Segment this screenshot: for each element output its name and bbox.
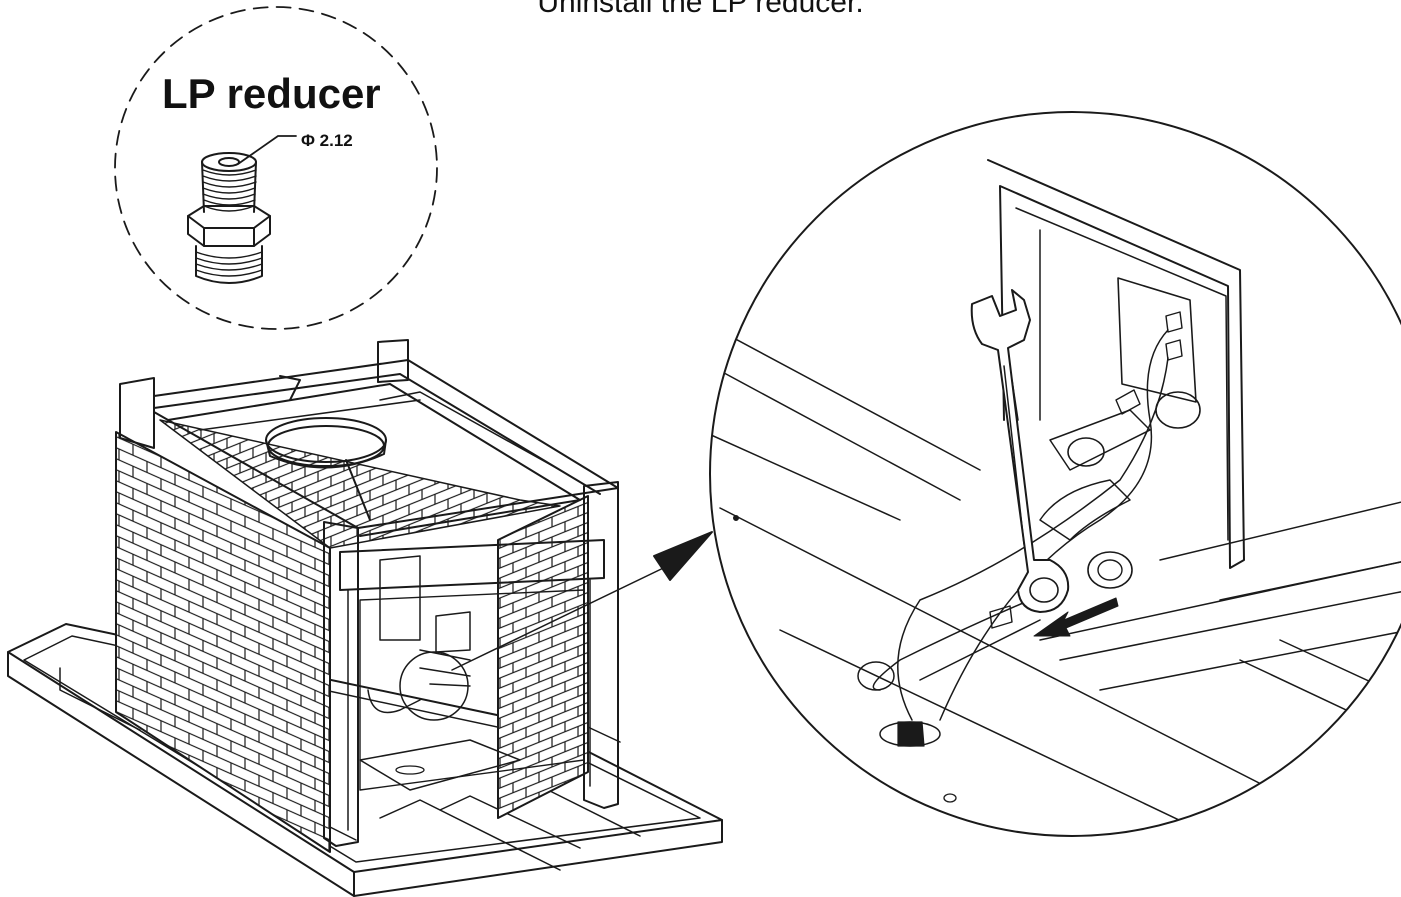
arrow-right-icon: [452, 532, 712, 670]
lp-reducer-fitting: [188, 153, 270, 283]
diameter-label: Φ 2.12: [301, 131, 353, 150]
reducer-callout: [115, 7, 437, 329]
detail-locator-circle: [400, 652, 468, 720]
instruction-title: Uninstall the LP reducer.: [537, 0, 864, 19]
wrench-icon: [972, 290, 1068, 612]
fireplace-assembly: [8, 340, 722, 896]
part-label: LP reducer: [162, 70, 381, 117]
detail-view: [700, 112, 1401, 897]
